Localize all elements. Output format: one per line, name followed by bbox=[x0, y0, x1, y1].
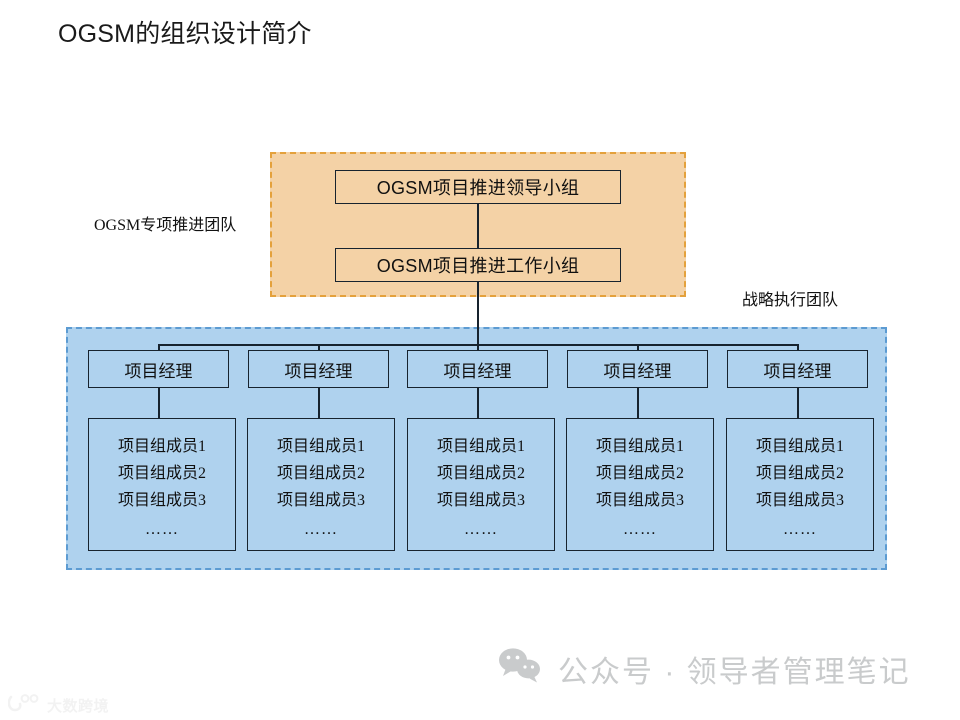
member-line: 项目组成员2 bbox=[117, 465, 206, 482]
node-project-members-4[interactable]: 项目组成员1 项目组成员2 项目组成员3 …… bbox=[566, 418, 714, 551]
wechat-icon bbox=[498, 647, 542, 691]
corner-watermark: 大数跨境 bbox=[7, 694, 110, 716]
region-label-strategy-execution: 战略执行团队 bbox=[742, 292, 839, 309]
connector-bus-to-manager-5 bbox=[797, 344, 799, 351]
node-project-members-5[interactable]: 项目组成员1 项目组成员2 项目组成员3 …… bbox=[726, 418, 874, 551]
member-line: 项目组成员2 bbox=[755, 465, 844, 482]
connector-bus-to-manager-3 bbox=[477, 344, 479, 351]
member-line: 项目组成员3 bbox=[595, 492, 684, 509]
node-project-members-3[interactable]: 项目组成员1 项目组成员2 项目组成员3 …… bbox=[407, 418, 555, 551]
node-ogsm-leadership-group[interactable]: OGSM项目推进领导小组 bbox=[335, 170, 621, 204]
member-ellipsis: …… bbox=[304, 521, 338, 538]
member-ellipsis: …… bbox=[623, 521, 657, 538]
page-title: OGSM的组织设计简介 bbox=[58, 20, 312, 48]
wechat-watermark: 公众号 · 领导者管理笔记 bbox=[498, 647, 911, 691]
member-line: 项目组成员3 bbox=[117, 492, 206, 509]
member-line: 项目组成员3 bbox=[436, 492, 525, 509]
connector-manager-to-members-2 bbox=[318, 387, 320, 419]
member-ellipsis: …… bbox=[145, 521, 179, 538]
node-project-manager-4[interactable]: 项目经理 bbox=[567, 350, 708, 388]
node-project-manager-2[interactable]: 项目经理 bbox=[248, 350, 389, 388]
member-line: 项目组成员1 bbox=[276, 438, 365, 455]
member-line: 项目组成员3 bbox=[276, 492, 365, 509]
node-project-members-1[interactable]: 项目组成员1 项目组成员2 项目组成员3 …… bbox=[88, 418, 236, 551]
connector-leadership-to-working bbox=[477, 204, 479, 248]
member-line: 项目组成员1 bbox=[436, 438, 525, 455]
corner-logo-icon bbox=[7, 694, 42, 716]
connector-manager-to-members-3 bbox=[477, 387, 479, 419]
connector-manager-to-members-5 bbox=[797, 387, 799, 419]
member-line: 项目组成员2 bbox=[276, 465, 365, 482]
wechat-watermark-text: 公众号 · 领导者管理笔记 bbox=[558, 656, 911, 689]
node-ogsm-working-group[interactable]: OGSM项目推进工作小组 bbox=[335, 248, 621, 282]
member-ellipsis: …… bbox=[464, 521, 498, 538]
member-line: 项目组成员1 bbox=[595, 438, 684, 455]
connector-manager-to-members-1 bbox=[158, 387, 160, 419]
member-line: 项目组成员2 bbox=[595, 465, 684, 482]
connector-manager-to-members-4 bbox=[637, 387, 639, 419]
node-project-manager-3[interactable]: 项目经理 bbox=[407, 350, 548, 388]
member-line: 项目组成员1 bbox=[117, 438, 206, 455]
member-ellipsis: …… bbox=[783, 521, 817, 538]
node-project-members-2[interactable]: 项目组成员1 项目组成员2 项目组成员3 …… bbox=[247, 418, 395, 551]
node-project-manager-1[interactable]: 项目经理 bbox=[88, 350, 229, 388]
connector-bus-to-manager-4 bbox=[637, 344, 639, 351]
member-line: 项目组成员2 bbox=[436, 465, 525, 482]
region-label-ogsm-taskforce: OGSM专项推进团队 bbox=[94, 217, 237, 234]
connector-bus-to-manager-2 bbox=[318, 344, 320, 351]
corner-watermark-text: 大数跨境 bbox=[47, 697, 110, 715]
member-line: 项目组成员1 bbox=[755, 438, 844, 455]
connector-bus-to-manager-1 bbox=[158, 344, 160, 351]
node-project-manager-5[interactable]: 项目经理 bbox=[727, 350, 868, 388]
member-line: 项目组成员3 bbox=[755, 492, 844, 509]
connector-working-to-bus bbox=[477, 282, 479, 346]
